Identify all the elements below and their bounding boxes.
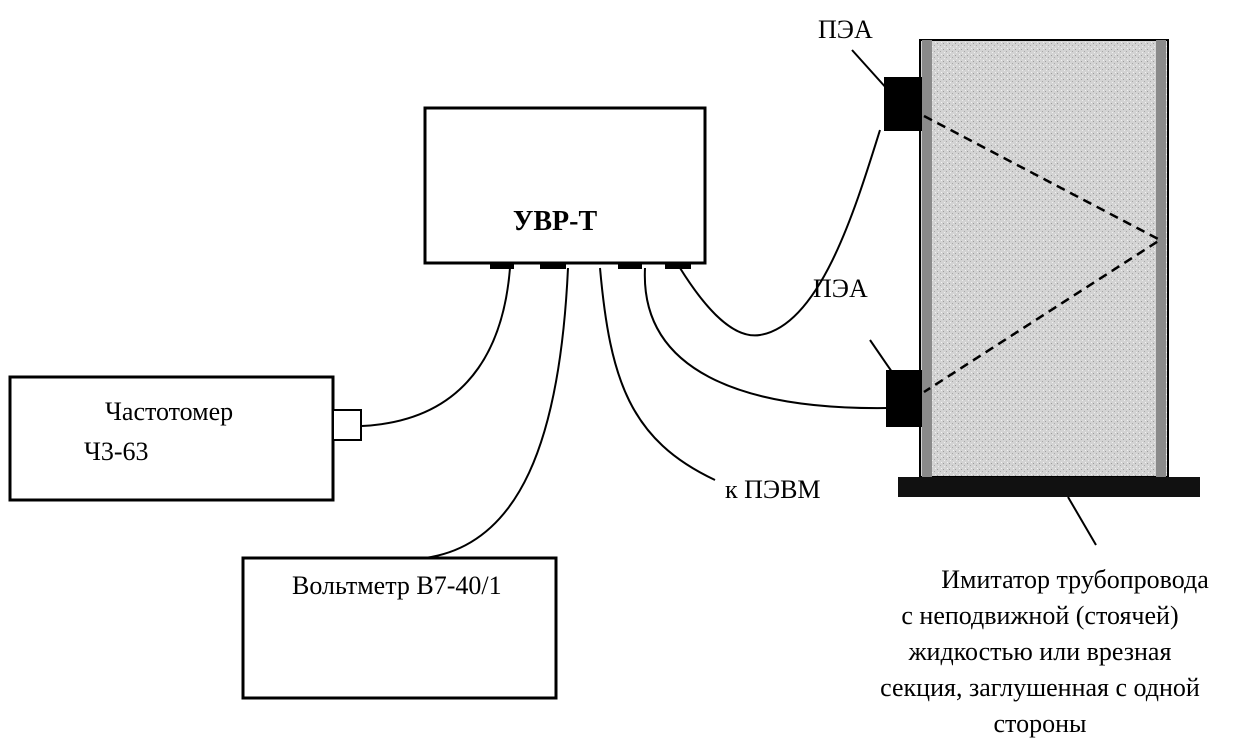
transducer-top-label: ПЭА (818, 15, 873, 44)
cable-to-pc (599, 267, 716, 481)
pipe-caption-line-1: Имитатор трубопровода (941, 565, 1209, 594)
frequency-meter: Частотомер Ч3-63 (8, 375, 362, 502)
uvr-connector-2 (540, 262, 566, 269)
pipe-caption-line-4: секция, заглушенная с одной (880, 673, 1200, 702)
pipe-base (898, 477, 1200, 497)
cable-to-top-transducer (679, 129, 881, 337)
uvr-t-unit: УВР-Т (423, 106, 707, 269)
transducer-bottom-leader (869, 339, 893, 373)
frequency-meter-port (332, 409, 362, 441)
pc-label: к ПЭВМ (725, 475, 821, 504)
pipe-caption-line-3: жидкостью или врезная (908, 637, 1172, 666)
pipe-caption-line-5: стороны (994, 709, 1087, 738)
transducer-bottom (886, 370, 922, 427)
pipe-caption-line-2: с неподвижной (стоячей) (901, 601, 1178, 630)
uvr-connector-4 (665, 262, 691, 269)
frequency-meter-name: Частотомер (105, 397, 233, 426)
voltmeter-label: Вольтметр В7-40/1 (292, 571, 502, 600)
uvr-connector-1 (490, 262, 514, 269)
acoustic-path (923, 114, 1163, 394)
frequency-meter-model: Ч3-63 (84, 437, 149, 466)
cable-to-frequency-meter (361, 267, 511, 427)
pipe-caption-leader (1067, 496, 1097, 546)
cable-to-voltmeter (424, 267, 569, 559)
transducer-top-leader (851, 49, 889, 91)
cable-to-bottom-transducer (643, 267, 889, 410)
transducer-bottom-label: ПЭА (813, 274, 868, 303)
uvr-t-label: УВР-Т (513, 206, 598, 237)
uvr-connector-3 (618, 262, 642, 269)
voltmeter: Вольтметр В7-40/1 (241, 556, 558, 700)
pipe-simulator (898, 39, 1200, 497)
transducer-top (884, 77, 922, 131)
